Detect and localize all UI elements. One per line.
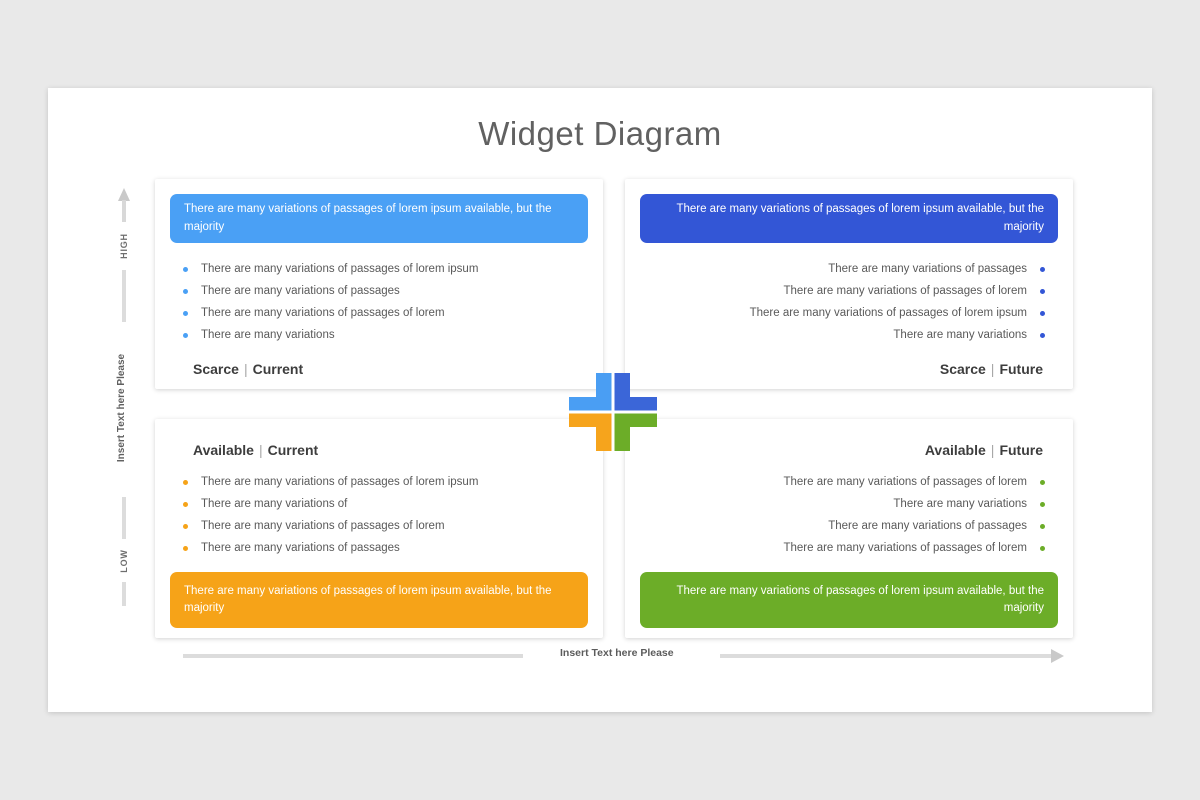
quadrant-scarce-future: There are many variations of passages of… bbox=[625, 179, 1073, 389]
bullet-item: There are many variations of passages of… bbox=[183, 476, 478, 489]
page-title: Widget Diagram bbox=[478, 115, 722, 152]
bullet-text: There are many variations of passages of… bbox=[783, 476, 1027, 488]
center-cross-icon bbox=[569, 373, 657, 451]
banner-text: There are many variations of passages of… bbox=[184, 203, 552, 233]
bullet-dot bbox=[183, 546, 188, 551]
cross-piece-top-right bbox=[614, 373, 657, 411]
banner-text: There are many variations of passages of… bbox=[676, 584, 1044, 614]
label-separator: | bbox=[990, 361, 995, 377]
y-axis-segment bbox=[122, 270, 126, 322]
bullet-text: There are many variations of passages bbox=[201, 542, 400, 554]
quadrant-label-primary: Scarce bbox=[939, 361, 986, 377]
bullet-item: There are many variations of passages bbox=[783, 520, 1045, 533]
bullet-text: There are many variations bbox=[893, 329, 1027, 341]
bullet-text: There are many variations bbox=[893, 498, 1027, 510]
bullet-dot bbox=[183, 502, 188, 507]
bullet-list: There are many variations of passages of… bbox=[183, 263, 478, 351]
bullet-item: There are many variations of passages bbox=[750, 263, 1045, 276]
bullet-text: There are many variations of passages bbox=[201, 285, 400, 297]
bullet-item: There are many variations of passages of… bbox=[183, 520, 478, 533]
bullet-item: There are many variations of passages bbox=[183, 285, 478, 298]
bullet-dot bbox=[1040, 546, 1045, 551]
quadrant-available-current: Available|Current There are many variati… bbox=[155, 419, 603, 638]
y-axis-arrow-shaft bbox=[122, 200, 126, 222]
bullet-item: There are many variations bbox=[183, 329, 478, 342]
bullet-list: There are many variations of passages of… bbox=[783, 476, 1045, 564]
quadrant-banner: There are many variations of passages of… bbox=[640, 572, 1058, 628]
bullet-text: There are many variations bbox=[201, 329, 335, 341]
quadrant-scarce-current: There are many variations of passages of… bbox=[155, 179, 603, 389]
x-axis-right-arrow-icon bbox=[1051, 649, 1064, 663]
bullet-item: There are many variations bbox=[783, 498, 1045, 511]
y-axis-segment bbox=[122, 497, 126, 539]
x-axis-segment bbox=[720, 654, 1051, 658]
quadrant-banner: There are many variations of passages of… bbox=[640, 194, 1058, 243]
bullet-item: There are many variations of passages of… bbox=[183, 307, 478, 320]
bullet-dot bbox=[183, 333, 188, 338]
y-axis-segment bbox=[122, 582, 126, 606]
quadrant-label-secondary: Current bbox=[252, 361, 304, 377]
bullet-item: There are many variations bbox=[750, 329, 1045, 342]
bullet-dot bbox=[1040, 502, 1045, 507]
cross-piece-bottom-right bbox=[614, 413, 657, 451]
label-separator: | bbox=[258, 442, 263, 458]
bullet-dot bbox=[183, 267, 188, 272]
quadrant-label: Available|Current bbox=[193, 442, 318, 458]
bullet-text: There are many variations of passages of… bbox=[201, 476, 479, 488]
bullet-dot bbox=[1040, 333, 1045, 338]
slide-canvas: Widget Diagram HIGH Insert Text here Ple… bbox=[48, 88, 1152, 712]
quadrant-label-secondary: Future bbox=[999, 361, 1043, 377]
quadrant-label-primary: Scarce bbox=[193, 361, 239, 377]
bullet-item: There are many variations of passages of… bbox=[783, 476, 1045, 489]
bullet-text: There are many variations of passages of… bbox=[783, 542, 1027, 554]
bullet-dot bbox=[183, 524, 188, 529]
bullet-item: There are many variations of passages of… bbox=[750, 285, 1045, 298]
banner-text: There are many variations of passages of… bbox=[676, 203, 1044, 233]
x-axis-segment bbox=[183, 654, 523, 658]
cross-piece-bottom-left bbox=[569, 413, 612, 451]
bullet-dot bbox=[183, 480, 188, 485]
x-axis-title: Insert Text here Please bbox=[560, 647, 674, 659]
bullet-dot bbox=[1040, 311, 1045, 316]
bullet-text: There are many variations of bbox=[201, 498, 348, 510]
quadrant-label: Scarce|Current bbox=[193, 361, 303, 377]
bullet-text: There are many variations of passages of… bbox=[783, 285, 1027, 297]
quadrant-banner: There are many variations of passages of… bbox=[170, 572, 588, 628]
bullet-dot bbox=[1040, 524, 1045, 529]
bullet-text: There are many variations of passages bbox=[828, 520, 1027, 532]
bullet-dot bbox=[1040, 480, 1045, 485]
quadrant-label-secondary: Future bbox=[999, 442, 1043, 458]
bullet-text: There are many variations of passages of… bbox=[201, 263, 479, 275]
bullet-item: There are many variations of passages of… bbox=[183, 263, 478, 276]
label-separator: | bbox=[243, 361, 248, 377]
bullet-text: There are many variations of passages bbox=[828, 263, 1027, 275]
bullet-dot bbox=[183, 289, 188, 294]
bullet-text: There are many variations of passages of… bbox=[201, 520, 445, 532]
bullet-dot bbox=[1040, 267, 1045, 272]
bullet-text: There are many variations of passages of… bbox=[749, 307, 1027, 319]
bullet-item: There are many variations of passages of… bbox=[750, 307, 1045, 320]
quadrant-label: Available|Future bbox=[925, 442, 1043, 458]
quadrant-label-primary: Available bbox=[193, 442, 254, 458]
bullet-list: There are many variations of passages of… bbox=[183, 476, 478, 564]
quadrant-banner: There are many variations of passages of… bbox=[170, 194, 588, 243]
bullet-item: There are many variations of bbox=[183, 498, 478, 511]
cross-piece-top-left bbox=[569, 373, 612, 411]
bullet-item: There are many variations of passages bbox=[183, 542, 478, 555]
y-axis-up-arrow-icon bbox=[118, 188, 130, 201]
bullet-dot bbox=[1040, 289, 1045, 294]
quadrant-label-primary: Available bbox=[924, 442, 986, 458]
label-separator: | bbox=[990, 442, 995, 458]
bullet-item: There are many variations of passages of… bbox=[783, 542, 1045, 555]
quadrant-label-secondary: Current bbox=[267, 442, 319, 458]
quadrant-label: Scarce|Future bbox=[940, 361, 1043, 377]
bullet-text: There are many variations of passages of… bbox=[201, 307, 445, 319]
quadrant-available-future: Available|Future There are many variatio… bbox=[625, 419, 1073, 638]
bullet-dot bbox=[183, 311, 188, 316]
y-axis-low-label: LOW bbox=[119, 549, 129, 573]
banner-text: There are many variations of passages of… bbox=[184, 584, 552, 614]
